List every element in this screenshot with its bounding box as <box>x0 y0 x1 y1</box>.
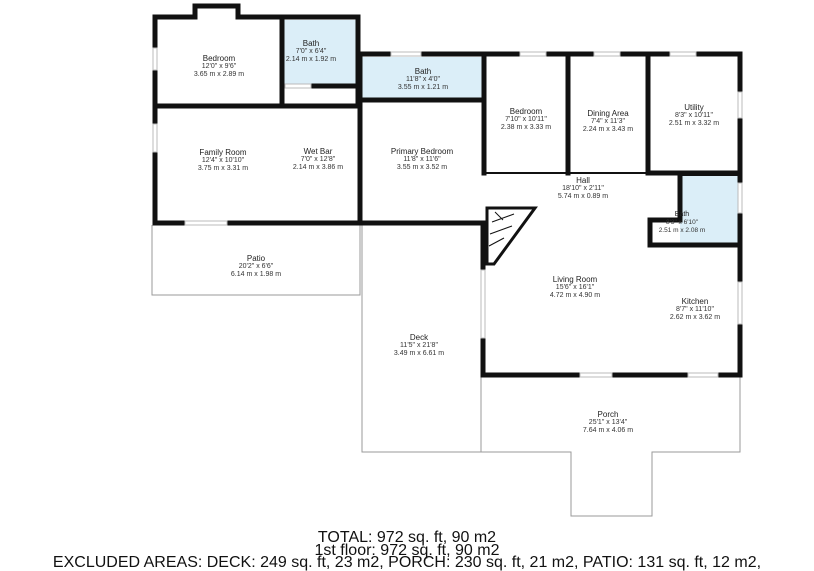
room-imperial: 7'0" x 6'4" <box>295 48 327 56</box>
room-name: Utility <box>684 103 704 112</box>
room-name: Hall <box>576 176 590 185</box>
room-imperial: 11'8" x 11'6" <box>403 156 441 164</box>
room-metric: 7.64 m x 4.06 m <box>582 427 634 435</box>
room-metric: 6.14 m x 1.98 m <box>230 271 282 279</box>
room-metric: 5.74 m x 0.89 m <box>557 193 609 201</box>
window-6 <box>152 123 158 153</box>
room-name: Family Room <box>199 148 247 157</box>
room-name: Dining Area <box>587 109 629 118</box>
wall-bath-e <box>647 170 743 248</box>
room-imperial: 25'1" x 13'4" <box>588 419 628 427</box>
wall-left-side <box>152 14 365 226</box>
window-13 <box>480 269 486 339</box>
room-name: Living Room <box>552 275 598 284</box>
room-metric: 3.55 m x 1.21 m <box>397 84 449 92</box>
room-bath-top: Bath 11'8" x 4'0" 3.55 m x 1.21 m <box>398 67 448 92</box>
room-name: Bath <box>674 211 690 218</box>
room-deck: Deck 11'5" x 21'8" 3.49 m x 6.61 m <box>394 333 444 358</box>
bath-e-fill <box>680 175 738 243</box>
wall-left-outer <box>152 3 361 109</box>
floor-area: 1st floor: 972 sq. ft, 90 m2 <box>314 542 500 559</box>
excluded-areas: EXCLUDED AREAS: DECK: 249 sq. ft, 23 m2,… <box>52 554 762 571</box>
room-imperial: 18'10" x 2'11" <box>562 185 604 193</box>
room-dining-area: Dining Area 7'4" x 11'3" 2.24 m x 3.43 m <box>583 109 633 134</box>
window-7 <box>184 220 228 226</box>
room-imperial: 15'6" x 16'1" <box>555 284 595 292</box>
window-10 <box>737 281 743 325</box>
room-bath-nw: Bath 7'0" x 6'4" 2.14 m x 1.92 m <box>286 39 336 64</box>
room-bath-e: Bath 8'3" x 6'10" 2.51 m x 2.08 m <box>659 211 706 234</box>
room-metric: 2.62 m x 3.62 m <box>669 314 721 322</box>
room-imperial: 7'0" x 12'8" <box>300 156 336 164</box>
room-metric: 3.75 m x 3.31 m <box>197 165 249 173</box>
room-patio: Patio 20'2" x 6'6" 6.14 m x 1.98 m <box>231 254 281 279</box>
room-hall: Hall 18'10" x 2'11" 5.74 m x 0.89 m <box>558 176 608 201</box>
total-area: TOTAL: 972 sq. ft, 90 m2 <box>317 529 497 546</box>
room-metric: 2.51 m x 3.32 m <box>668 120 720 128</box>
room-imperial: 20'2" x 6'6" <box>238 263 274 271</box>
patio-outline <box>151 225 361 296</box>
bath-nw-fill <box>284 20 358 84</box>
window-5 <box>152 47 158 71</box>
room-metric: 2.24 m x 3.43 m <box>582 126 634 134</box>
room-bedroom-nw: Bedroom 12'0" x 9'6" 3.65 m x 2.89 m <box>194 54 244 79</box>
room-utility: Utility 8'3" x 10'11" 2.51 m x 3.32 m <box>669 103 719 128</box>
bath-fills <box>284 20 738 243</box>
fireplace-shape <box>485 206 538 266</box>
window-3 <box>593 51 621 57</box>
porch-outline <box>480 375 741 517</box>
room-name: Bath <box>414 67 432 76</box>
window-2 <box>519 51 547 57</box>
room-living-room: Living Room 15'6" x 16'1" 4.72 m x 4.90 … <box>550 275 600 300</box>
fireplace-hatch-3 <box>489 225 513 235</box>
room-wet-bar: Wet Bar 7'0" x 12'8" 2.14 m x 3.86 m <box>293 147 343 172</box>
room-name: Wet Bar <box>303 147 333 156</box>
room-porch: Porch 25'1" x 13'4" 7.64 m x 4.06 m <box>583 410 633 435</box>
room-metric: 2.14 m x 1.92 m <box>285 56 337 64</box>
window-1 <box>390 51 422 57</box>
room-name: Porch <box>597 410 619 419</box>
room-name: Patio <box>246 254 266 263</box>
room-name: Deck <box>409 333 429 342</box>
room-family-room: Family Room 12'4" x 10'10" 3.75 m x 3.31… <box>198 148 248 173</box>
window-9 <box>737 182 743 214</box>
room-imperial: 8'7" x 11'10" <box>676 306 714 314</box>
room-imperial: 11'5" x 21'8" <box>400 342 438 350</box>
fireplace-hatch-2 <box>491 213 515 223</box>
room-name: Bath <box>302 39 320 48</box>
room-kitchen: Kitchen 8'7" x 11'10" 2.62 m x 3.62 m <box>670 297 720 322</box>
room-imperial: 8'3" x 6'10" <box>665 219 699 227</box>
room-imperial: 7'10" x 10'11" <box>505 116 547 124</box>
window-8 <box>737 91 743 119</box>
room-metric: 3.49 m x 6.61 m <box>393 350 445 358</box>
room-imperial: 12'0" x 9'6" <box>201 63 237 71</box>
room-bedroom-ne: Bedroom 7'10" x 10'11" 2.38 m x 3.33 m <box>501 107 551 132</box>
room-imperial: 7'4" x 11'3" <box>591 118 625 126</box>
room-metric: 2.38 m x 3.33 m <box>500 124 552 132</box>
room-name: Bedroom <box>202 54 236 63</box>
room-primary-bedroom: Primary Bedroom 11'8" x 11'6" 3.55 m x 3… <box>391 147 453 172</box>
room-imperial: 8'3" x 10'11" <box>675 112 713 120</box>
room-name: Bedroom <box>509 107 543 116</box>
room-name: Primary Bedroom <box>390 147 454 156</box>
room-imperial: 11'8" x 4'0" <box>406 76 440 84</box>
room-metric: 3.65 m x 2.89 m <box>193 71 245 79</box>
fireplace-hatch-4 <box>488 237 505 247</box>
room-name: Kitchen <box>681 297 709 306</box>
window-11 <box>579 372 613 378</box>
windows <box>152 47 743 378</box>
room-imperial: 12'4" x 10'10" <box>201 157 245 165</box>
window-14 <box>284 83 312 89</box>
room-metric: 2.14 m x 3.86 m <box>292 164 344 172</box>
room-metric: 2.51 m x 2.08 m <box>658 226 706 234</box>
bath-top-fill <box>362 57 484 99</box>
room-metric: 4.72 m x 4.90 m <box>549 292 601 300</box>
window-4 <box>669 51 697 57</box>
fireplace <box>485 206 538 266</box>
window-12 <box>687 372 719 378</box>
room-metric: 3.55 m x 3.52 m <box>396 164 448 172</box>
